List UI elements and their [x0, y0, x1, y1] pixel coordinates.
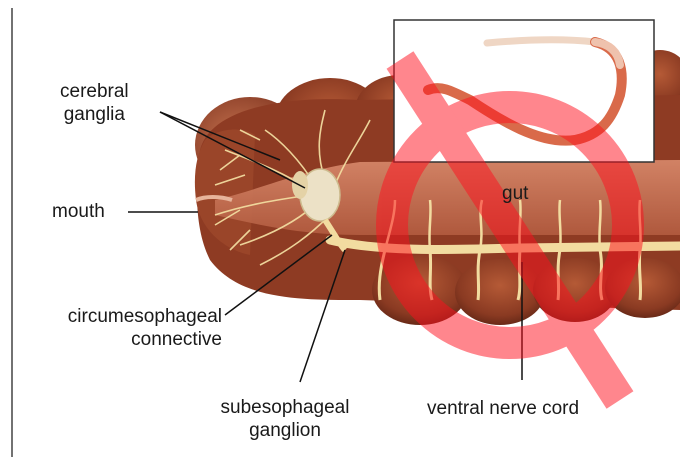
label-gut: gut — [502, 182, 528, 205]
label-circumesophageal-connective: circumesophageal connective — [24, 305, 222, 351]
label-subeso-line1: subesophageal — [200, 396, 370, 419]
label-circum-line1: circumesophageal — [24, 305, 222, 328]
label-cerebral-ganglia: cerebral ganglia — [60, 80, 129, 126]
label-subeso-line2: ganglion — [200, 419, 370, 442]
label-cerebral-line1: cerebral — [60, 80, 129, 103]
label-circum-line2: connective — [24, 328, 222, 351]
label-subesophageal-ganglion: subesophageal ganglion — [200, 396, 370, 442]
label-cerebral-line2: ganglia — [60, 103, 129, 126]
label-mouth: mouth — [52, 200, 105, 223]
label-ventral-nerve-cord: ventral nerve cord — [427, 397, 579, 420]
